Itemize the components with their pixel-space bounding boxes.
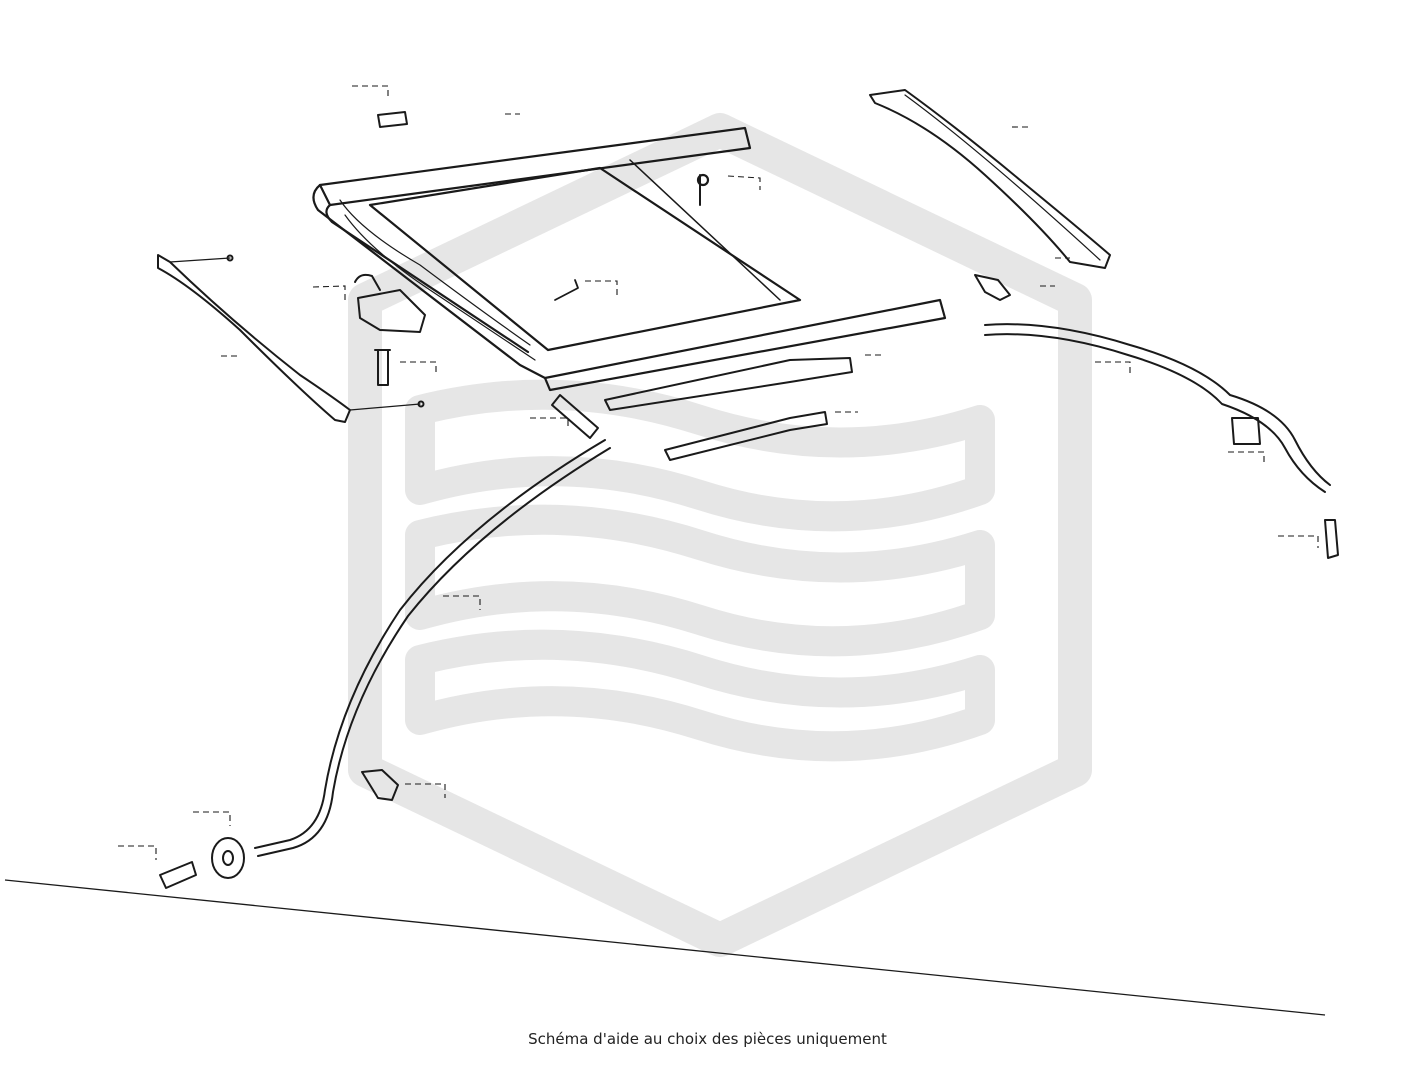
drain-valve [159, 861, 197, 889]
sunroof-motor [354, 273, 426, 333]
bolt [374, 349, 391, 386]
perspective-baseline [4, 879, 1326, 1016]
right-rail [869, 89, 1111, 269]
sunroof-frame [312, 126, 947, 392]
fastener [361, 274, 1011, 801]
front-drain-hose [254, 394, 611, 857]
hose-clip [1231, 417, 1261, 445]
pad [377, 111, 408, 128]
callout-markers [118, 85, 1319, 860]
watermark-logo [348, 113, 1092, 957]
wind-deflector [604, 357, 853, 461]
rear-drain-hose [984, 323, 1339, 559]
diagram-caption: Schéma d'aide au choix des pièces unique… [528, 1030, 887, 1048]
grommet [211, 837, 245, 879]
left-rail [157, 254, 425, 423]
